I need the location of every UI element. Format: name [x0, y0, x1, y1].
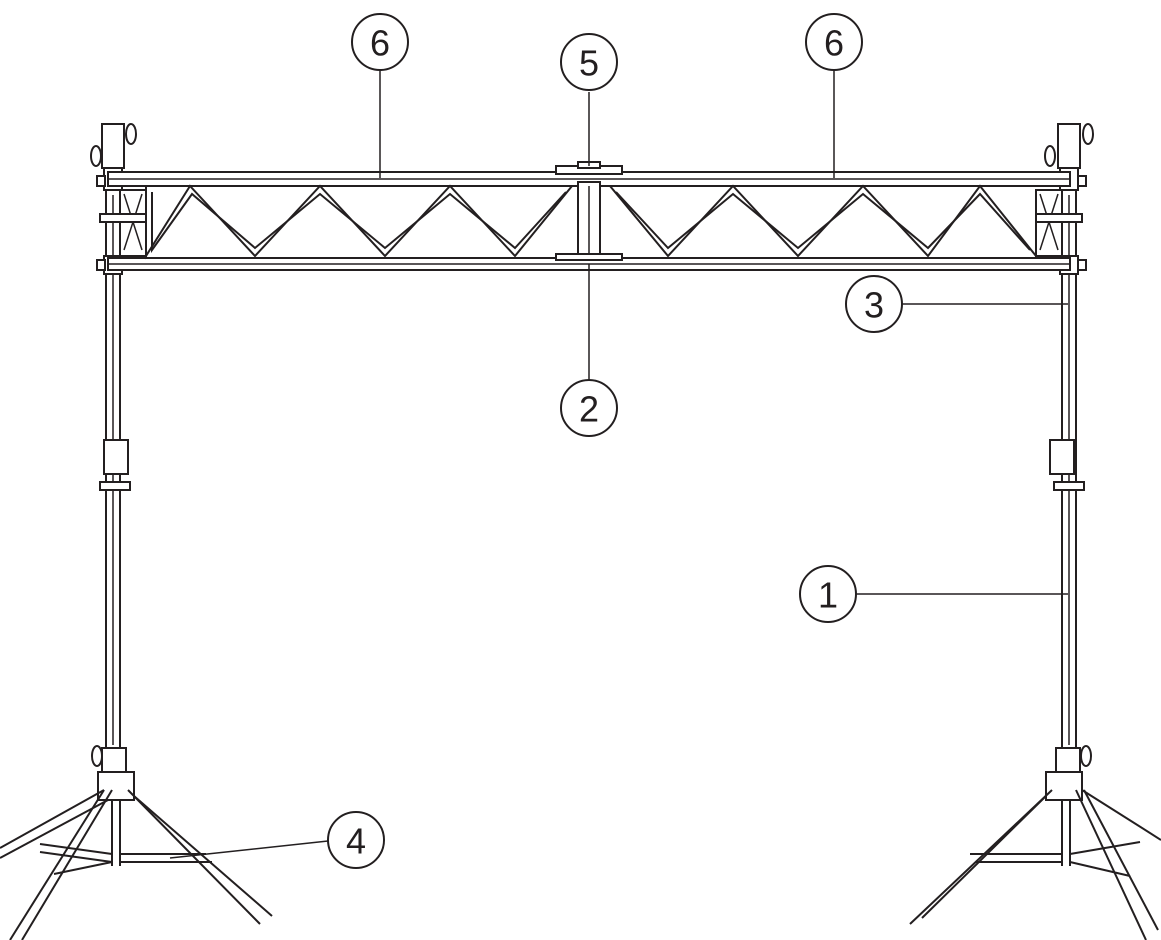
- callout-1-label: 1: [818, 575, 838, 616]
- right-stand: [909, 123, 1161, 940]
- callout-6-right-label: 6: [824, 23, 844, 64]
- leader-4: [169, 840, 329, 859]
- callout-6-right-circle: [805, 13, 863, 71]
- callout-4: 4: [327, 811, 385, 869]
- left-telescope-lock: [103, 439, 129, 475]
- callout-1: 1: [799, 565, 857, 623]
- callout-6-right: 6: [805, 13, 863, 71]
- callout-1-circle: [799, 565, 857, 623]
- callout-4-circle: [327, 811, 385, 869]
- right-tripod-legs: [909, 789, 1161, 940]
- left-tripod-legs: [0, 789, 273, 940]
- callout-2-circle: [560, 379, 618, 437]
- callout-4-label: 4: [346, 821, 366, 862]
- right-top-spigot: [1057, 123, 1081, 169]
- callout-5-label: 5: [579, 43, 599, 84]
- leader-lines: [169, 70, 1068, 859]
- truss-beam: [107, 161, 1071, 271]
- left-top-spigot: [101, 123, 125, 169]
- callout-3-label: 3: [864, 285, 884, 326]
- callout-3: 3: [845, 275, 903, 333]
- callout-5-circle: [560, 33, 618, 91]
- left-base-hub: [97, 771, 135, 801]
- truss-left-diagonals: [145, 184, 573, 260]
- callout-6-left-label: 6: [370, 23, 390, 64]
- callout-6-left-circle: [351, 13, 409, 71]
- truss-right-diagonals: [609, 184, 1037, 258]
- callout-6-left: 6: [351, 13, 409, 71]
- right-base-hub: [1045, 771, 1083, 801]
- truss-bottom-connector: [555, 253, 623, 261]
- left-stand: [0, 123, 273, 940]
- callout-2: 2: [560, 379, 618, 437]
- callout-3-circle: [845, 275, 903, 333]
- callout-5: 5: [560, 33, 618, 91]
- callout-2-label: 2: [579, 389, 599, 430]
- right-telescope-lock: [1049, 439, 1075, 475]
